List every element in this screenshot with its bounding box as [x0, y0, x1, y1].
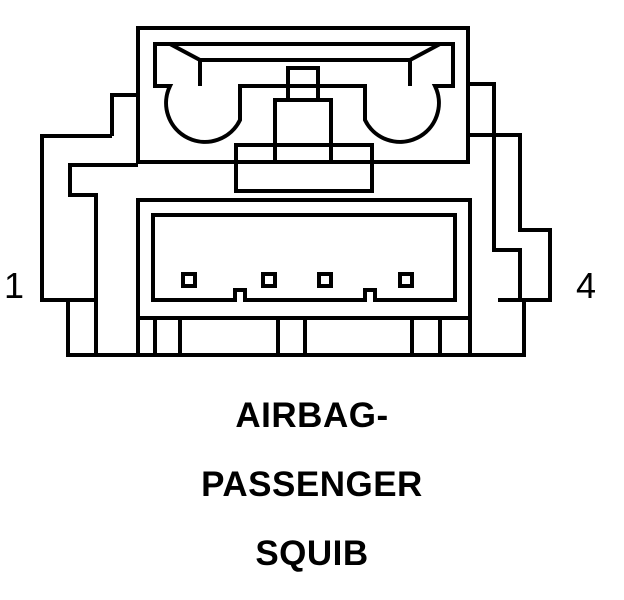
pin-label-right: 4 [576, 265, 597, 306]
latch-housing [136, 26, 470, 164]
connector-body [40, 82, 552, 357]
connector-title-line-3: SQUIB [255, 534, 369, 573]
latch-tab-top [286, 66, 320, 102]
connector-title-line-2: PASSENGER [201, 465, 423, 504]
latch-frame [153, 42, 455, 144]
pin-1 [181, 272, 197, 288]
connector-body-inner [68, 133, 522, 355]
latch-spring [169, 42, 441, 62]
pin-3 [317, 272, 333, 288]
pin-2 [261, 272, 277, 288]
pin-cavity [151, 213, 457, 302]
pin-4 [398, 272, 414, 288]
latch-tab-base [234, 143, 374, 193]
connector-diagram [40, 26, 552, 357]
latch-tab [273, 98, 333, 164]
pin-label-left: 1 [4, 265, 25, 306]
connector-title-line-1: AIRBAG- [235, 396, 389, 435]
